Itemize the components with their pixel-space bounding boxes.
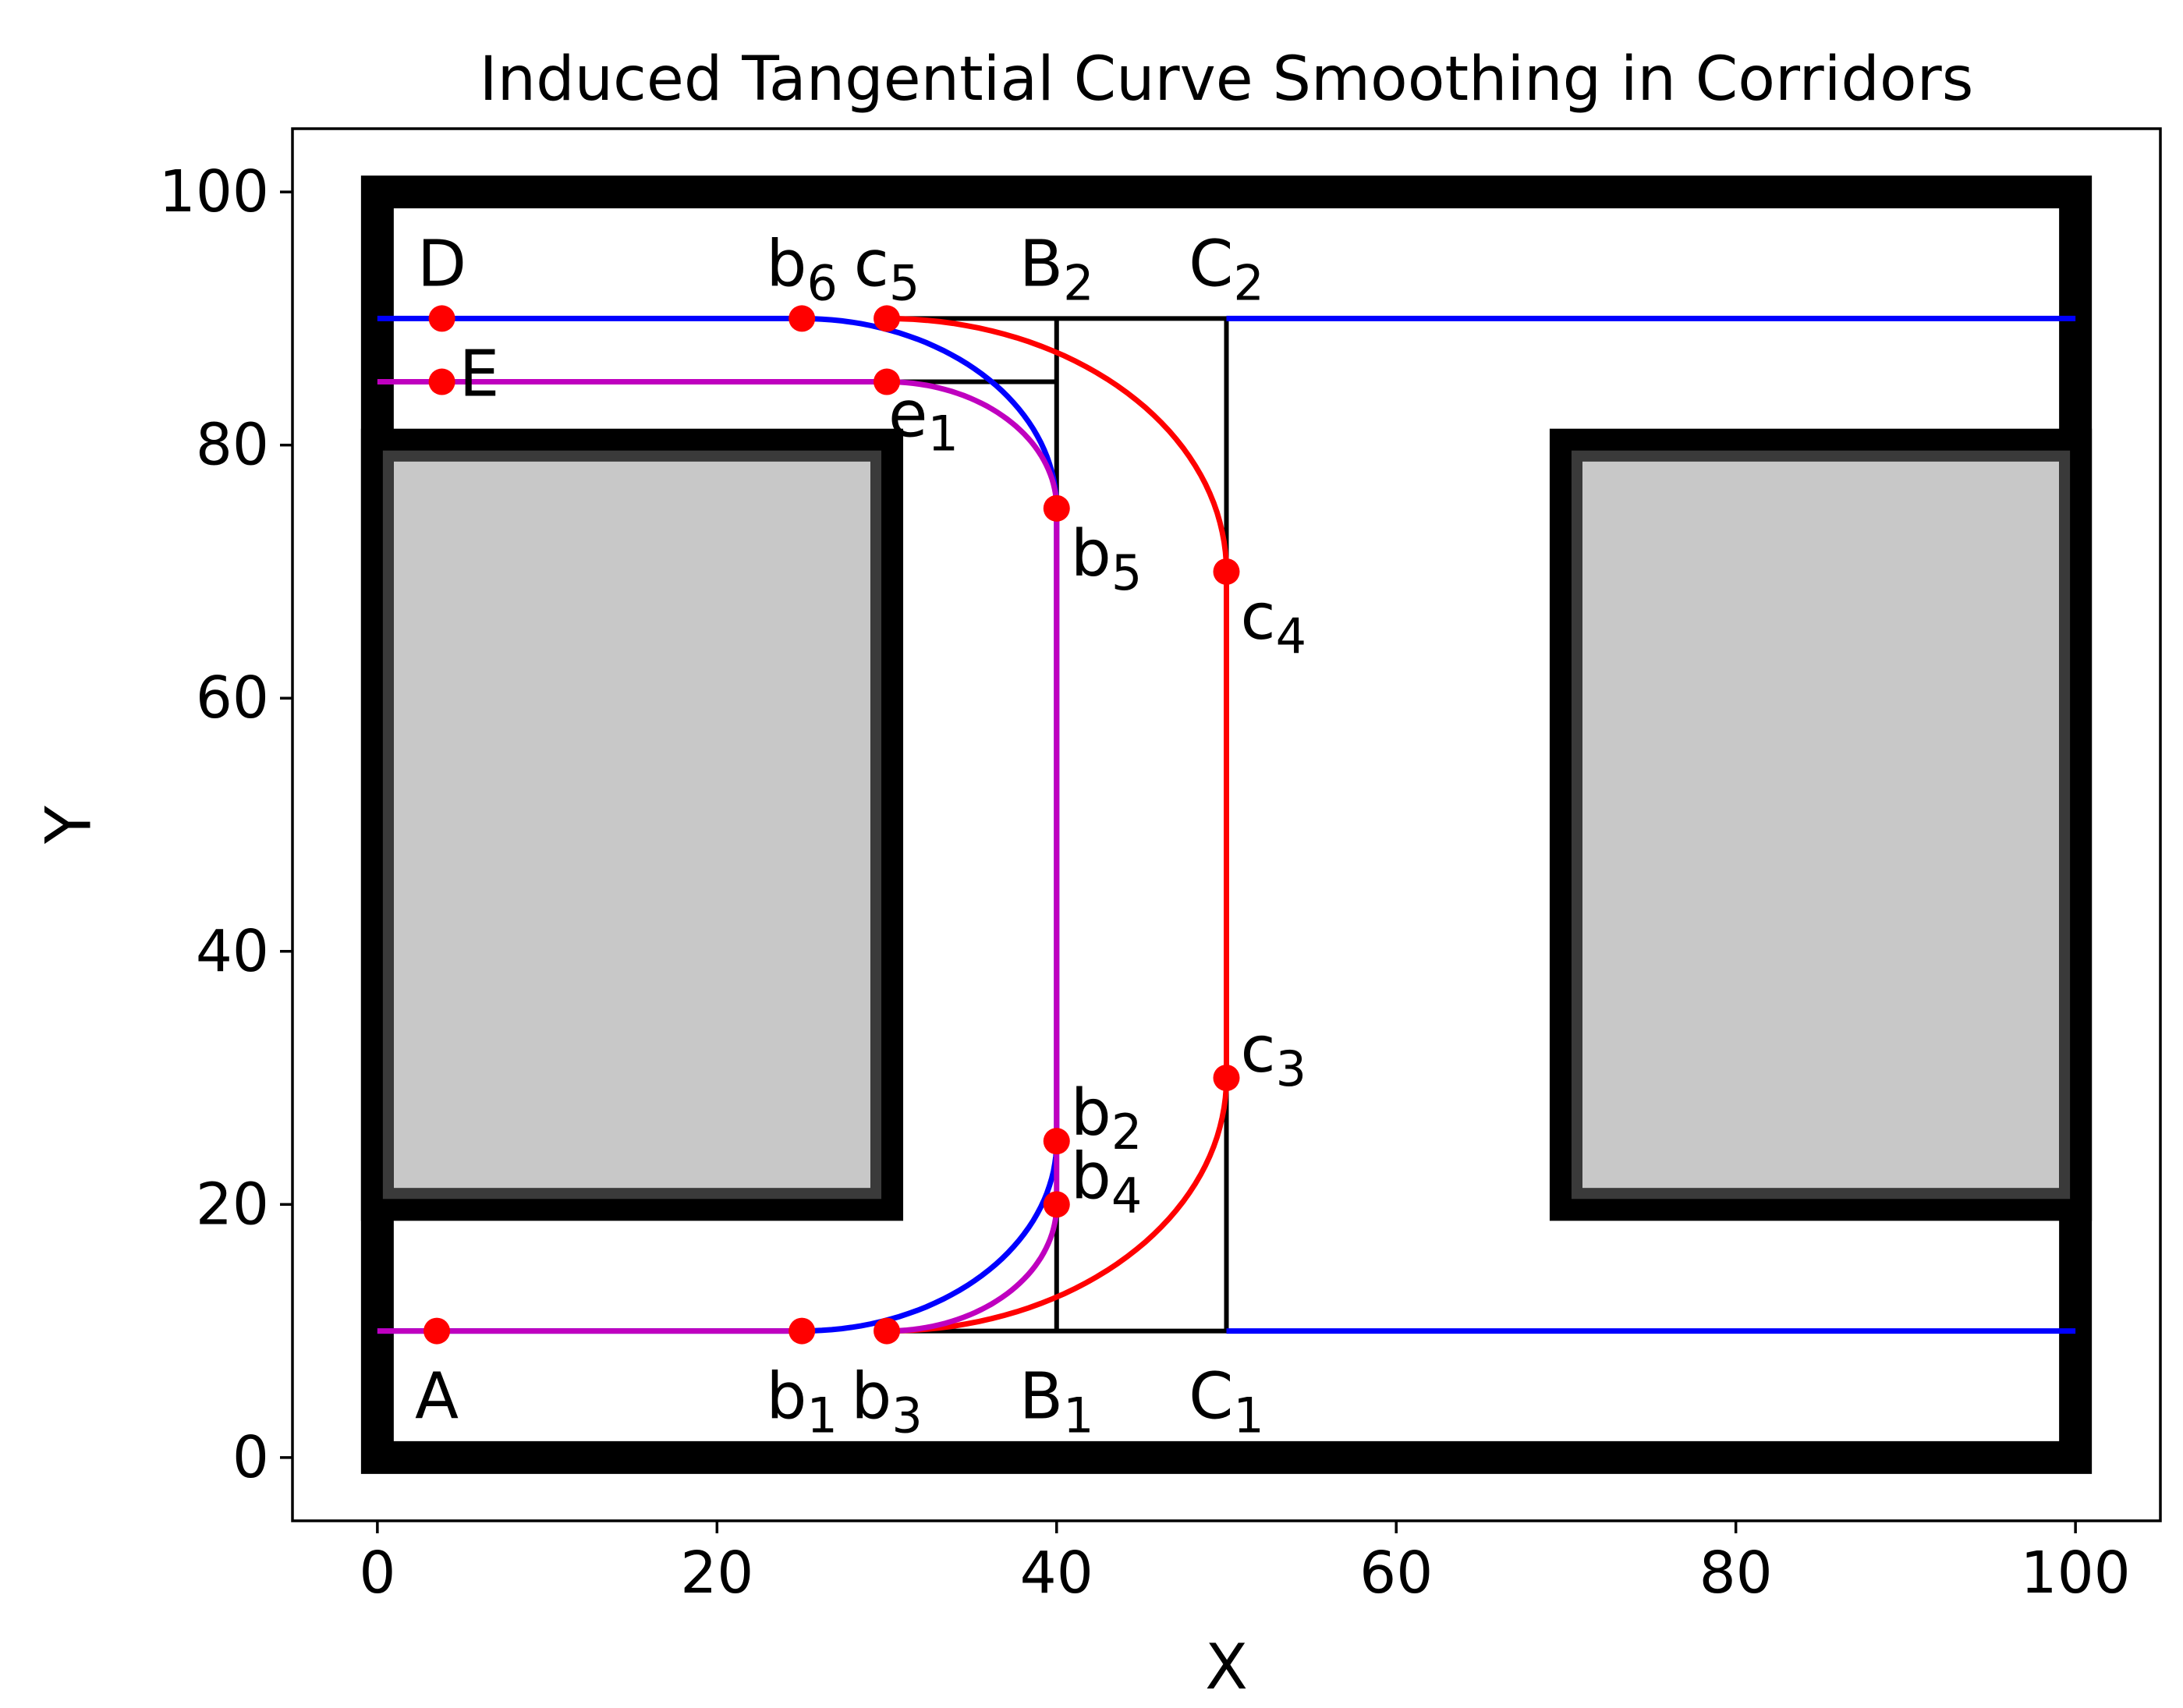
point-label-e1: e1: [888, 378, 959, 462]
point-label-c5: c5: [854, 227, 920, 311]
point-marker-E: [428, 368, 455, 395]
point-marker-c5: [874, 305, 901, 332]
obstacle-1: [360, 428, 904, 1221]
y-tick-label-0: 0: [232, 1424, 269, 1491]
annotation-label-B2: B2: [1019, 227, 1094, 311]
blue-arc-1: [802, 1141, 1060, 1334]
point-marker-b5: [1043, 494, 1070, 522]
annotation-label-B1: B1: [1019, 1360, 1094, 1444]
point-label-E: E: [459, 338, 500, 412]
point-label-b2: b2: [1071, 1076, 1143, 1161]
x-tick-label-60: 60: [1359, 1540, 1433, 1607]
y-tick-label-20: 20: [196, 1171, 269, 1238]
point-marker-b3: [874, 1317, 901, 1345]
point-label-b3: b3: [851, 1360, 923, 1444]
red-arc-1: [886, 1077, 1229, 1334]
annotation-label-C2: C2: [1189, 227, 1264, 311]
blue-arc-2: [802, 315, 1060, 509]
y-tick-label-80: 80: [196, 412, 269, 479]
walls-layer: [360, 175, 2093, 1474]
y-axis-label: Y: [33, 805, 105, 845]
point-label-b6: b6: [766, 227, 838, 311]
point-marker-A: [423, 1317, 451, 1345]
point-marker-b1: [789, 1317, 816, 1345]
point-marker-b6: [789, 305, 816, 332]
axes-layer: 0 20 40 60 80 100 0 20 40 60 80 100: [159, 158, 2131, 1607]
point-marker-e1: [874, 368, 901, 395]
obstacle-1-inner-edge: [382, 450, 882, 1199]
red-arc-2: [886, 315, 1229, 572]
magenta-arc-2: [886, 379, 1060, 509]
y-tick-label-40: 40: [196, 918, 269, 985]
x-tick-label-0: 0: [359, 1540, 395, 1607]
x-tick-label-100: 100: [2021, 1540, 2131, 1607]
annotation-label-C1: C1: [1189, 1360, 1264, 1444]
point-label-c3: c3: [1241, 1013, 1307, 1097]
point-marker-b2: [1043, 1128, 1070, 1155]
point-marker-D: [428, 305, 455, 332]
x-axis-label: X: [1205, 1631, 1248, 1703]
point-label-b1: b1: [766, 1360, 838, 1444]
magenta-arc-1: [886, 1204, 1060, 1334]
x-tick-label-40: 40: [1020, 1540, 1093, 1607]
obstacle-2-inner-edge: [1571, 450, 2071, 1199]
y-tick-label-60: 60: [196, 664, 269, 732]
x-tick-label-20: 20: [680, 1540, 753, 1607]
lines-layer: [377, 315, 2076, 1334]
point-label-c4: c4: [1241, 580, 1307, 664]
point-label-b4: b4: [1071, 1139, 1143, 1224]
chart-title: Induced Tangential Curve Smoothing in Co…: [480, 44, 1974, 115]
plot-frame: [291, 127, 2162, 1522]
point-label-A: A: [415, 1360, 459, 1434]
point-label-D: D: [417, 227, 466, 301]
point-marker-c4: [1213, 558, 1240, 585]
point-label-b5: b5: [1071, 517, 1143, 601]
point-marker-c3: [1213, 1065, 1240, 1092]
x-tick-label-80: 80: [1699, 1540, 1773, 1607]
obstacle-2: [1549, 428, 2093, 1221]
point-marker-b4: [1043, 1191, 1070, 1218]
y-tick-label-100: 100: [159, 158, 269, 225]
